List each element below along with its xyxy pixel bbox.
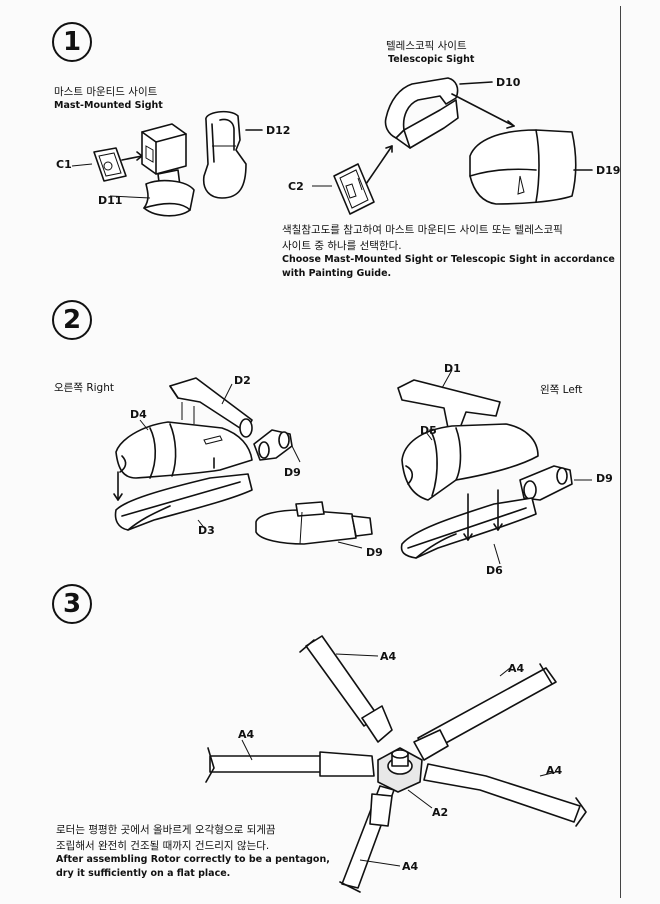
page-frame <box>8 6 621 898</box>
part-label-d9-right: D9 <box>284 466 301 479</box>
step3-note-ko-line1: 로터는 평평한 곳에서 올바르게 오각형으로 되게끔 <box>56 824 276 836</box>
tele-sight-title-ko: 텔레스코픽 사이트 <box>386 40 467 52</box>
part-label-a4-right-top: A4 <box>508 662 525 675</box>
part-label-c2: C2 <box>288 180 304 193</box>
step-number-1: 1 <box>52 22 92 62</box>
step3-note-ko-line2: 조립해서 완전히 건조될 때까지 건드리지 않는다. <box>56 840 270 852</box>
part-label-d19: D19 <box>596 164 621 177</box>
part-label-d6: D6 <box>486 564 503 577</box>
part-label-d11: D11 <box>98 194 123 207</box>
right-engine-drawing <box>113 377 301 531</box>
telescopic-sight-drawing <box>312 77 593 215</box>
step3-note-en-line1: After assembling Rotor correctly to be a… <box>56 854 330 865</box>
part-label-d9-left: D9 <box>596 472 613 485</box>
part-label-d12: D12 <box>266 124 291 137</box>
part-label-a2: A2 <box>432 806 449 819</box>
part-label-a4-left: A4 <box>238 728 255 741</box>
step-number-3: 3 <box>52 584 92 624</box>
part-label-d4: D4 <box>130 408 147 421</box>
part-label-a4-top: A4 <box>380 650 397 663</box>
tele-sight-title-en: Telescopic Sight <box>388 54 475 65</box>
rotor-drawing <box>205 635 587 893</box>
part-label-d10: D10 <box>496 76 521 89</box>
step1-note-en-line1: Choose Mast-Mounted Sight or Telescopic … <box>282 254 615 265</box>
left-side-label: 왼쪽 Left <box>540 384 583 396</box>
part-label-a4-right: A4 <box>546 764 563 777</box>
left-engine-drawing <box>397 369 592 565</box>
part-label-d9-center: D9 <box>366 546 383 559</box>
right-side-label: 오른쪽 Right <box>54 382 114 394</box>
step1-note-ko-line1: 색칠참고도를 참고하여 마스트 마운티드 사이트 또는 텔레스코픽 <box>282 224 563 236</box>
step-number-2: 2 <box>52 300 92 340</box>
part-label-a4-bottom: A4 <box>402 860 419 873</box>
step1-note-en-line2: with Painting Guide. <box>282 268 392 279</box>
mast-sight-title-ko: 마스트 마운티드 사이트 <box>54 86 158 98</box>
mast-mounted-sight-drawing <box>71 110 263 217</box>
part-label-c1: C1 <box>56 158 72 171</box>
part-label-d1: D1 <box>444 362 461 375</box>
mast-sight-title-en: Mast-Mounted Sight <box>54 100 163 111</box>
part-label-d5: D5 <box>420 424 437 437</box>
d9-exhaust-drawing <box>255 501 373 549</box>
step1-note-ko-line2: 사이트 중 하나를 선택한다. <box>282 240 402 252</box>
step3-note-en-line2: dry it sufficiently on a flat place. <box>56 868 231 879</box>
part-label-d3: D3 <box>198 524 215 537</box>
part-label-d2: D2 <box>234 374 251 387</box>
